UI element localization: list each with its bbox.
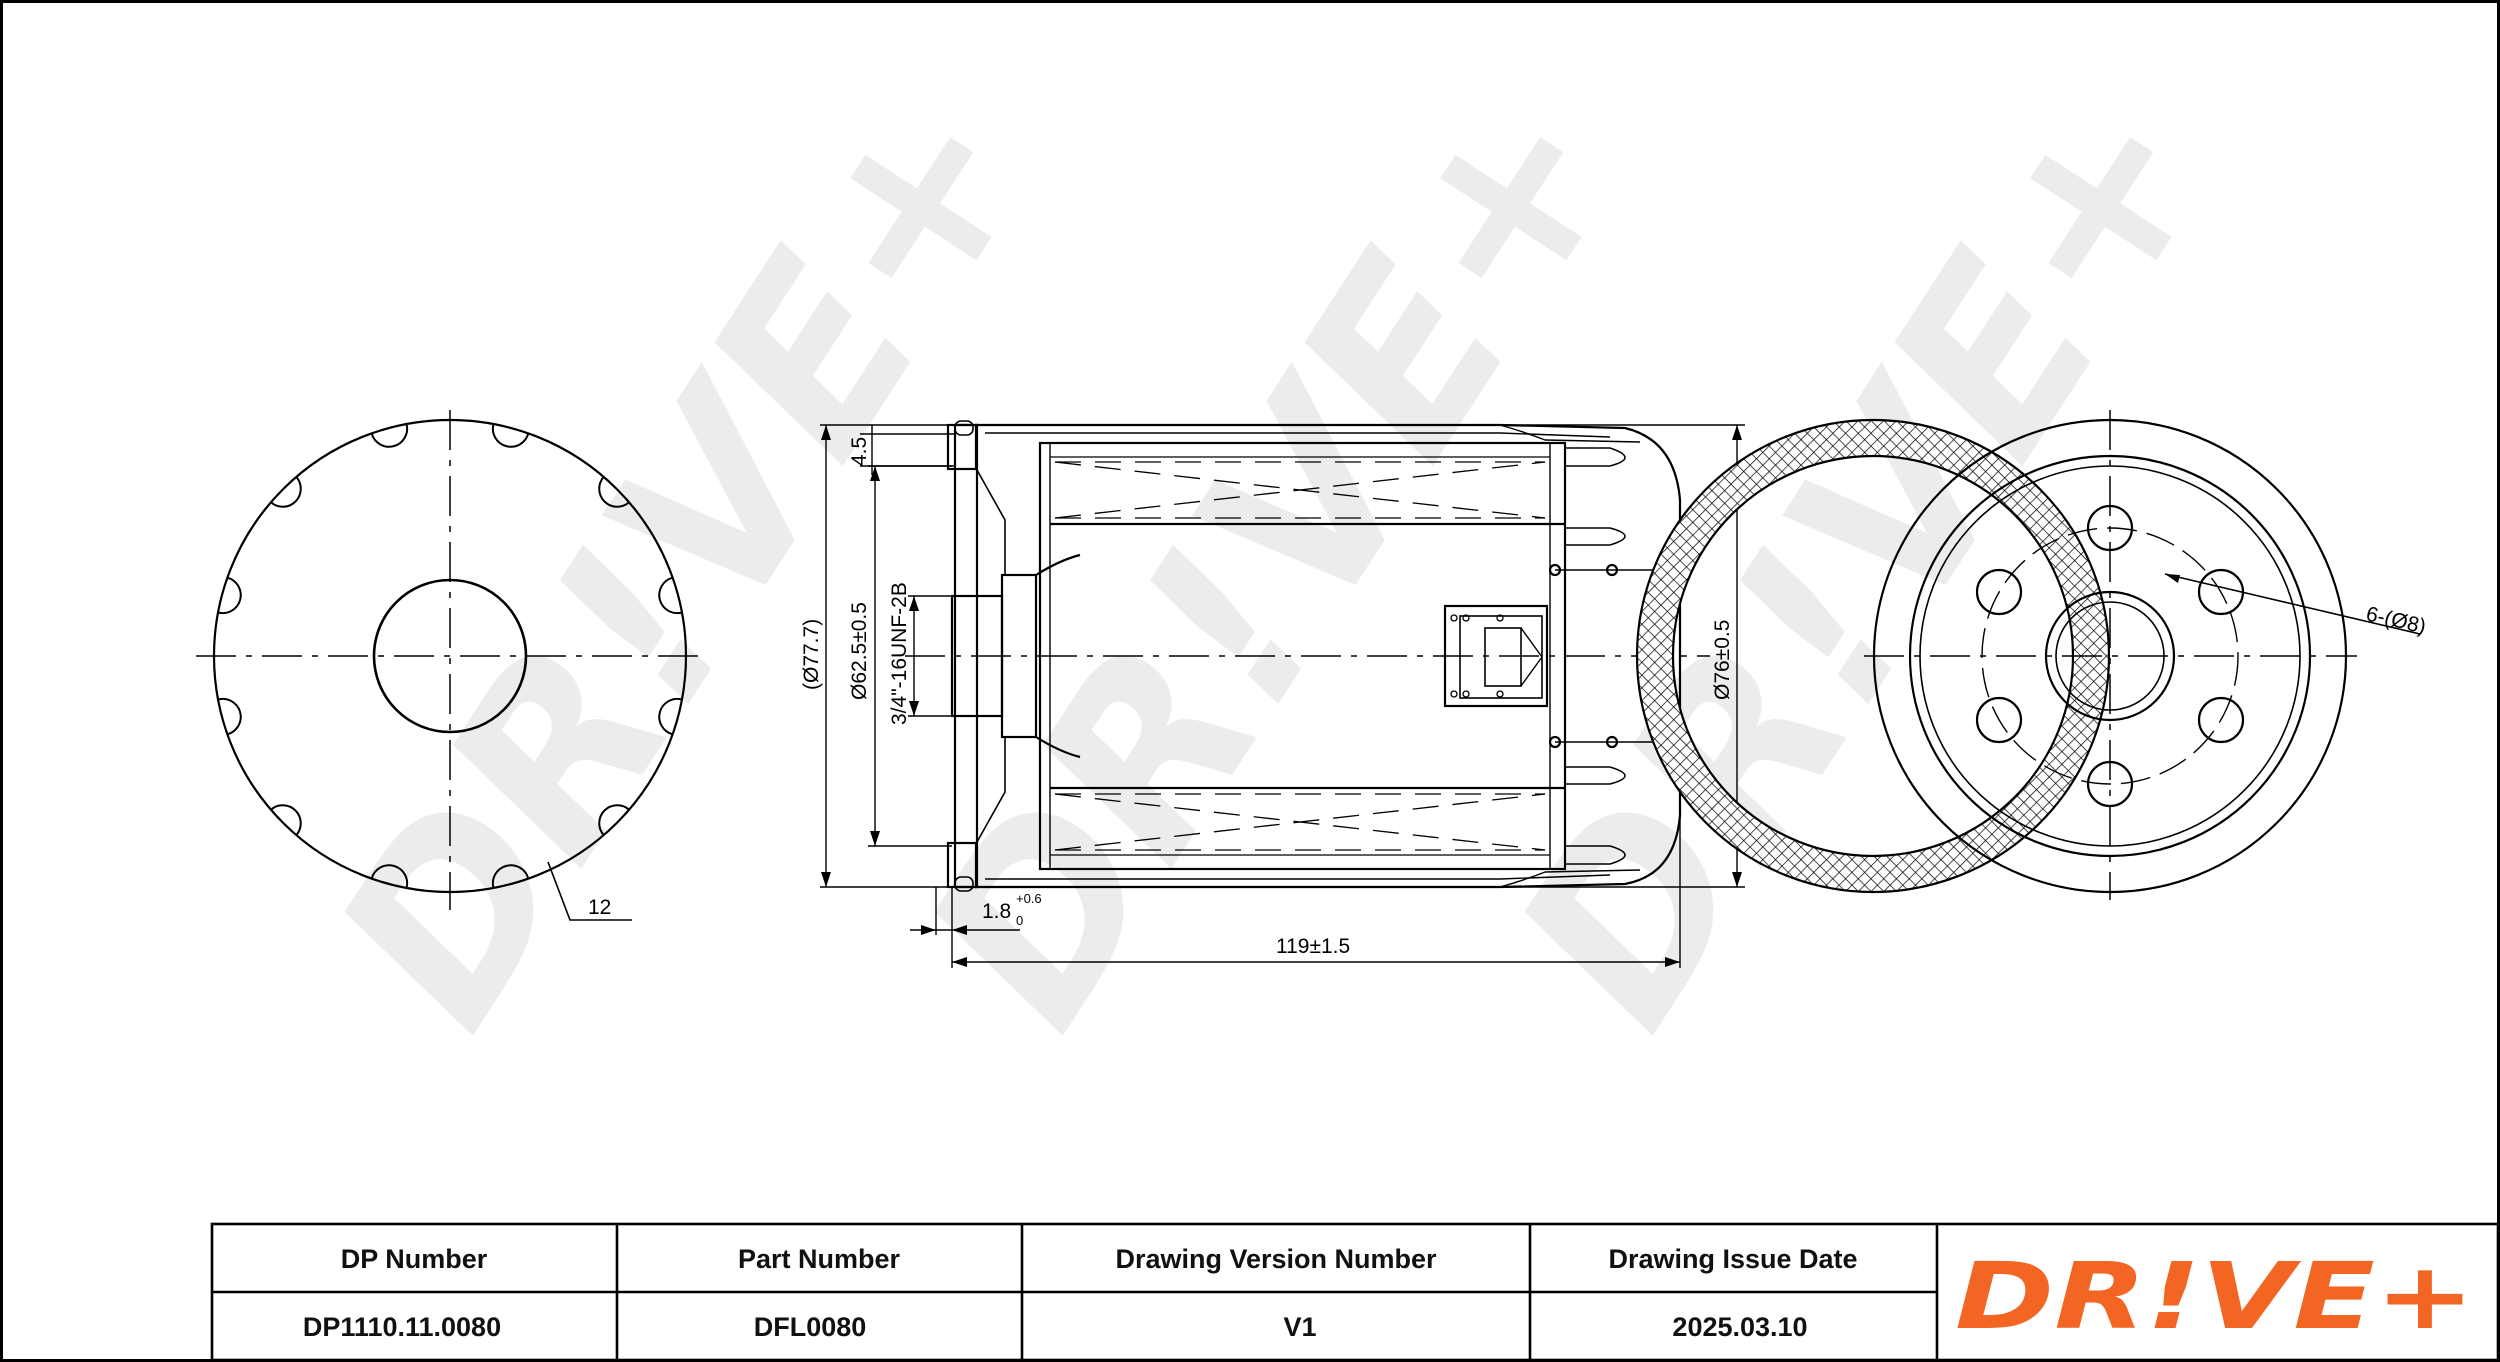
flute-notch <box>491 864 530 889</box>
arrowhead <box>909 701 919 716</box>
rivet <box>1605 735 1619 749</box>
dim-seal-thickness: 4.5 <box>848 437 871 466</box>
arrowhead <box>1732 425 1742 440</box>
valve-dot <box>1450 614 1458 622</box>
arrowhead <box>952 957 967 967</box>
valve-dot <box>1450 690 1458 698</box>
can-inner-wall <box>985 874 1611 880</box>
valve-dot <box>1496 614 1504 622</box>
can-inner-wall <box>985 432 1611 438</box>
flute-notch <box>658 576 683 615</box>
can-outline <box>975 423 1682 889</box>
flute-notch <box>270 804 302 836</box>
relief-valve-line <box>1520 656 1543 687</box>
left-end-view <box>196 410 702 921</box>
can-shoulder <box>1499 869 1641 888</box>
brand-logo: DR!VE+ <box>1955 1243 2475 1350</box>
flute-notches <box>217 423 683 889</box>
dim-holes: 6-(Ø8) <box>2364 602 2428 638</box>
gasket-top <box>946 423 978 471</box>
arrowhead <box>821 872 831 887</box>
arrowhead <box>870 831 880 846</box>
right-end-view <box>1635 410 2421 900</box>
flute-notch <box>491 423 530 448</box>
flute-notch <box>658 697 683 736</box>
flute-notch <box>270 476 302 508</box>
header-issue-date: Drawing Issue Date <box>1608 1244 1857 1274</box>
seal-bottom <box>954 876 974 892</box>
dim-gasket-dia: Ø62.5±0.5 <box>848 602 871 700</box>
watermark-group: DR!VE+ DR!VE+ DR!VE+ <box>283 43 2267 1071</box>
valve-dot <box>1462 690 1470 698</box>
title-block <box>210 1222 2500 1362</box>
flute-notch <box>370 864 409 889</box>
relief-valve-plunger <box>1484 627 1522 687</box>
holes-leader <box>2164 573 2421 635</box>
flute-notch <box>598 476 630 508</box>
pleat-hidden-line <box>1054 461 1546 519</box>
arrowhead <box>2165 574 2180 583</box>
rivet <box>1605 563 1619 577</box>
seal-top <box>954 420 974 436</box>
spring-bottom <box>1565 845 1626 865</box>
gasket-bottom <box>946 841 978 889</box>
value-part-number: DFL0080 <box>754 1312 867 1342</box>
header-version: Drawing Version Number <box>1115 1244 1437 1274</box>
arrowhead <box>1732 872 1742 887</box>
header-dp-number: DP Number <box>341 1244 488 1274</box>
arrowhead <box>921 925 936 935</box>
bolt-hole <box>1975 696 2023 744</box>
relief-valve-line <box>1520 627 1543 658</box>
section-view <box>905 420 1710 892</box>
arrowhead <box>909 596 919 611</box>
arrowhead <box>952 925 967 935</box>
spring-top <box>1565 527 1626 546</box>
rib-leader <box>547 861 632 921</box>
dim-outer-dia-ref: (Ø77.7) <box>800 619 823 690</box>
value-dp-number: DP1110.11.0080 <box>303 1312 501 1342</box>
cover-plate <box>976 469 1006 843</box>
flute-notch <box>370 423 409 448</box>
flute-notch <box>598 804 630 836</box>
can-shoulder <box>1499 424 1641 443</box>
arrowheads <box>821 425 1742 967</box>
dim-length: 119±1.5 <box>1276 935 1350 958</box>
arrowhead <box>870 466 880 481</box>
bolt-hole <box>2197 696 2245 744</box>
arrowhead <box>1665 957 1680 967</box>
rivet <box>1548 563 1562 577</box>
dim-gasket-offset-lower: 0 <box>1016 913 1023 928</box>
bolt-hole <box>1975 568 2023 616</box>
flute-notch <box>217 697 242 736</box>
valve-dot <box>1496 690 1504 698</box>
value-issue-date: 2025.03.10 <box>1672 1312 1807 1342</box>
flute-notch <box>217 576 242 615</box>
valve-dot <box>1462 614 1470 622</box>
header-part-number: Part Number <box>738 1244 901 1274</box>
spring-top <box>1565 447 1626 467</box>
arrowhead <box>821 425 831 440</box>
dim-gasket-offset: 1.8 <box>982 900 1011 923</box>
dim-rib-width: 12 <box>588 896 611 919</box>
spring-bottom <box>1565 766 1626 785</box>
dim-thread: 3/4"-16UNF-2B <box>888 582 911 725</box>
pleat-hidden-line <box>1054 793 1546 851</box>
rivet <box>1548 735 1562 749</box>
dim-body-dia: Ø76±0.5 <box>1711 620 1734 700</box>
dim-gasket-offset-upper: +0.6 <box>1016 891 1042 906</box>
value-version: V1 <box>1283 1312 1316 1342</box>
